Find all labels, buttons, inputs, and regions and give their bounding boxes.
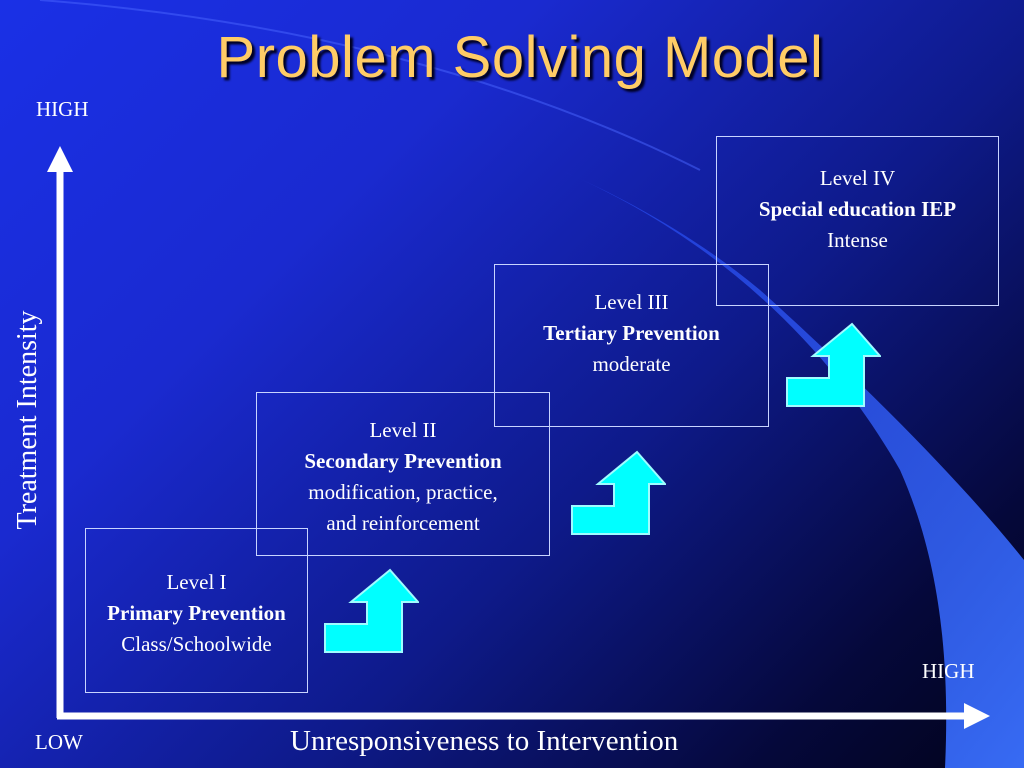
x-axis-arrowhead	[964, 703, 990, 729]
up-arrow-icon	[324, 568, 419, 653]
level-2-box: Level II Secondary Prevention modificati…	[256, 392, 550, 556]
level-4-desc: Intense	[827, 228, 888, 252]
axis-low-label: LOW	[35, 730, 83, 754]
level-3-name: Tertiary Prevention	[543, 321, 720, 345]
y-axis-title: Treatment Intensity	[12, 310, 43, 530]
level-3-number: Level III	[594, 290, 669, 314]
up-arrow-icon	[786, 322, 881, 407]
level-2-name: Secondary Prevention	[304, 449, 502, 473]
level-1-desc: Class/Schoolwide	[121, 632, 272, 656]
level-4-name: Special education IEP	[758, 197, 957, 221]
level-3-box: Level III Tertiary Prevention moderate	[494, 264, 769, 427]
level-1-number: Level I	[166, 570, 227, 594]
up-arrow-icon	[571, 450, 666, 535]
level-1-name: Primary Prevention	[107, 601, 286, 625]
y-axis-high-label: HIGH	[36, 97, 89, 121]
page-title: Problem Solving Model	[216, 25, 824, 90]
y-axis-arrowhead	[47, 146, 73, 172]
level-3-desc: moderate	[592, 352, 671, 376]
level-4-box: Level IV Special education IEP Intense	[716, 136, 999, 306]
level-4-number: Level IV	[819, 166, 896, 190]
x-axis-title: Unresponsiveness to Intervention	[290, 725, 679, 757]
level-2-number: Level II	[369, 418, 437, 442]
level-2-desc-line-2: and reinforcement	[326, 511, 480, 535]
level-2-desc-line-1: modification, practice,	[308, 480, 498, 504]
level-1-box: Level I Primary Prevention Class/Schoolw…	[85, 528, 308, 693]
x-axis-high-label: HIGH	[922, 659, 975, 683]
